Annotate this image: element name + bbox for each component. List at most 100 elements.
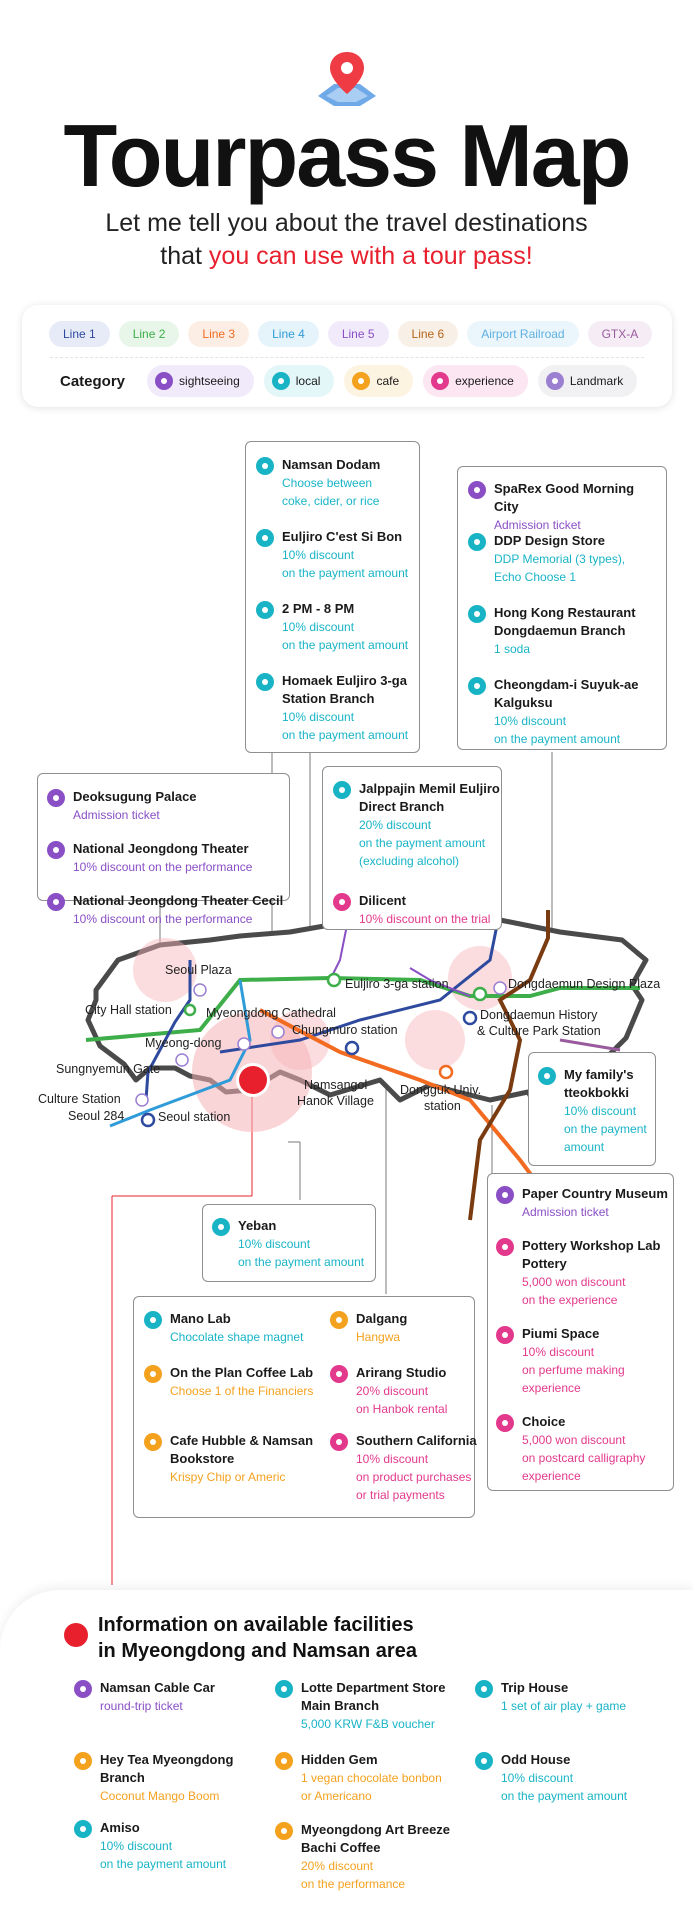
- pin-icon: [468, 481, 486, 499]
- place-benefit: on the payment amount: [359, 836, 486, 850]
- place-benefit: Admission ticket: [73, 808, 160, 822]
- place-benefit: on the payment amount: [501, 1789, 628, 1803]
- facilities-title-line1: Information on available facilities: [98, 1614, 414, 1636]
- station-dongguk-2: station: [424, 1099, 461, 1113]
- facilities-marker-icon: [64, 1623, 88, 1647]
- pin-icon: [275, 1680, 293, 1698]
- pin-icon: [496, 1414, 514, 1432]
- pin-icon: [271, 372, 290, 390]
- place-benefit: on the performance: [301, 1877, 406, 1891]
- station-myeongdong: Myeong-dong: [145, 1036, 222, 1050]
- station-ddhcp-line1: Dongdaemun History: [480, 1008, 598, 1022]
- station-culture-1: Culture Station: [38, 1092, 121, 1106]
- box-jalppajin: [322, 766, 502, 930]
- place-benefit: on the experience: [522, 1293, 618, 1307]
- legend-divider: [50, 357, 644, 358]
- line-pill-1: Line 2: [118, 321, 180, 347]
- line-pill-5: Line 6: [397, 321, 459, 347]
- map-pin-logo-icon: [312, 48, 382, 108]
- place-name: Pottery Workshop Lab Pottery: [522, 1238, 661, 1271]
- place-benefit: on the payment amount: [494, 732, 621, 746]
- pin-icon: [155, 372, 174, 390]
- place-benefit: 10% discount: [100, 1839, 173, 1853]
- place-entry: Amiso 10% discount on the payment amount: [74, 1819, 264, 1873]
- place-benefit: round-trip ticket: [100, 1699, 183, 1713]
- pin-icon: [74, 1752, 92, 1770]
- place-benefit: 5,000 won discount: [522, 1433, 626, 1447]
- place-benefit: 10% discount: [282, 548, 355, 562]
- station-city-hall: City Hall station: [85, 1003, 172, 1017]
- station-namsangol-1: Namsangol: [304, 1078, 368, 1092]
- facilities-title: Information on available facilities in M…: [98, 1612, 417, 1664]
- place-benefit: on the payment amount: [282, 638, 409, 652]
- box-yeban: [202, 1204, 376, 1282]
- place-benefit: 10% discount on the trial: [359, 912, 491, 926]
- place-name: Namsan Dodam: [282, 457, 381, 472]
- place-name: Dalgang: [356, 1311, 408, 1326]
- box-euljiro: [245, 441, 420, 753]
- place-name: Deoksugung Palace: [73, 789, 197, 804]
- station-sungnyemun: Sungnyemun Gate: [56, 1062, 161, 1076]
- place-benefit: amount: [564, 1140, 605, 1154]
- pin-icon: [47, 789, 65, 807]
- place-benefit: 10% discount: [238, 1237, 311, 1251]
- place-benefit: Krispy Chip or Americ: [170, 1470, 286, 1484]
- box-namsangol: [133, 1296, 475, 1518]
- place-benefit: on the payment amount: [238, 1255, 365, 1269]
- station-chungmuro: Chungmuro station: [292, 1023, 398, 1037]
- place-name: Amiso: [100, 1820, 140, 1835]
- category-label: Category: [60, 372, 126, 390]
- place-benefit: on the payment amount: [100, 1857, 227, 1871]
- place-name: Myeongdong Art Breeze Bachi Coffee: [301, 1822, 451, 1855]
- place-benefit: coke, cider, or rice: [282, 494, 380, 508]
- category-pill-label: Landmark: [569, 374, 624, 388]
- subtitle-plain: that: [160, 242, 209, 270]
- subway-map: [85, 752, 649, 1585]
- line-pill-7: GTX-A: [587, 321, 653, 347]
- place-benefit: on the payment: [564, 1122, 647, 1136]
- line-pill-4: Line 5: [327, 321, 389, 347]
- pin-icon: [144, 1311, 162, 1329]
- pin-icon: [475, 1752, 493, 1770]
- place-benefit: 20% discount: [359, 818, 432, 832]
- place-benefit: 10% discount on the performance: [73, 912, 253, 926]
- place-name: Odd House: [501, 1752, 571, 1767]
- place-name: SpaRex Good Morning City: [494, 481, 635, 514]
- pin-icon: [256, 529, 274, 547]
- category-pill-label: sightseeing: [179, 374, 240, 388]
- place-name: 2 PM - 8 PM: [282, 601, 355, 616]
- line-pill-2: Line 3: [188, 321, 250, 347]
- place-benefit: Echo Choose 1: [494, 570, 577, 584]
- place-benefit: Choose 1 of the Financiers: [170, 1384, 314, 1398]
- place-name: Hidden Gem: [301, 1752, 378, 1767]
- place-benefit: 10% discount: [522, 1345, 595, 1359]
- place-benefit: experience: [522, 1469, 581, 1483]
- subtitle-highlight: you can use with a tour pass!: [208, 242, 533, 270]
- place-benefit: 1 soda: [494, 642, 531, 656]
- place-name: Homaek Euljiro 3-ga Station Branch: [282, 673, 407, 706]
- pin-icon: [256, 673, 274, 691]
- place-name: Lotte Department Store Main Branch: [301, 1680, 446, 1713]
- place-benefit: on product purchases: [356, 1470, 472, 1484]
- pin-icon: [275, 1822, 293, 1840]
- place-benefit: 10% discount: [282, 620, 355, 634]
- place-benefit: 20% discount: [356, 1384, 429, 1398]
- category-pill-3: experience: [423, 365, 528, 397]
- place-name: Dilicent: [359, 893, 406, 908]
- place-benefit: 10% discount: [501, 1771, 574, 1785]
- station-euljiro3ga: Euljiro 3-ga station: [345, 977, 449, 991]
- place-benefit: on the payment amount: [282, 566, 409, 580]
